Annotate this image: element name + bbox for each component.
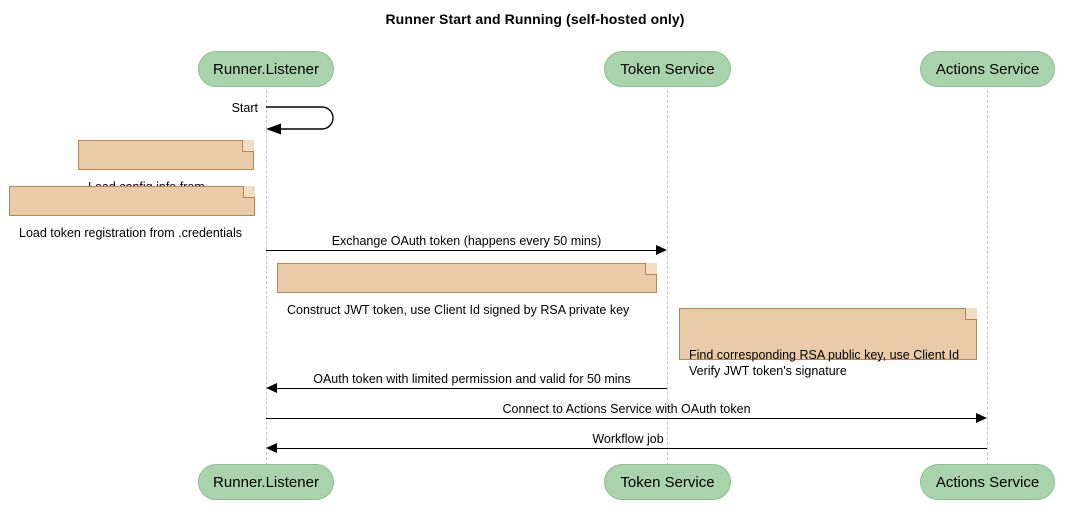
participant-label: Actions Service [935, 60, 1040, 78]
note-load-config: Load config info from .runner [78, 140, 254, 210]
message-line-oauth-token-return [277, 388, 667, 389]
diagram-title: Runner Start and Running (self-hosted on… [385, 11, 685, 27]
message-label-oauth-token-return: OAuth token with limited permission and … [313, 372, 631, 386]
note-load-token-registration: Load token registration from .credential… [9, 186, 255, 240]
participant-label: Actions Service [935, 473, 1040, 491]
message-label-exchange-oauth: Exchange OAuth token (happens every 50 m… [331, 234, 602, 248]
participant-runner-bottom[interactable]: Runner.Listener [198, 464, 334, 500]
participant-token-top[interactable]: Token Service [604, 51, 731, 87]
participant-actions-bottom[interactable]: Actions Service [920, 464, 1055, 500]
message-line-connect-actions [266, 418, 976, 419]
note-fold-icon [243, 186, 255, 198]
message-label-workflow-job: Workflow job [592, 432, 664, 446]
arrowhead-left-icon [266, 383, 277, 393]
participant-label: Token Service [620, 60, 715, 78]
arrowhead-left-icon [266, 443, 277, 453]
participant-label: Token Service [620, 473, 715, 491]
note-construct-jwt: Construct JWT token, use Client Id signe… [277, 263, 657, 317]
arrowhead-right-icon [976, 413, 987, 423]
participant-token-bottom[interactable]: Token Service [604, 464, 731, 500]
note-text: Construct JWT token, use Client Id signe… [287, 303, 630, 317]
message-label-connect-actions: Connect to Actions Service with OAuth to… [502, 402, 751, 416]
note-fold-icon [645, 263, 657, 275]
self-message-label-start: Start [231, 101, 258, 115]
message-line-workflow-job [277, 448, 987, 449]
note-verify-jwt: Find corresponding RSA public key, use C… [679, 308, 977, 378]
participant-label: Runner.Listener [213, 60, 319, 78]
participant-actions-top[interactable]: Actions Service [920, 51, 1055, 87]
participant-runner-top[interactable]: Runner.Listener [198, 51, 334, 87]
lifeline-runner [266, 90, 267, 465]
note-fold-icon [965, 308, 977, 320]
message-line-exchange-oauth [266, 250, 656, 251]
lifeline-token [667, 90, 668, 465]
participant-label: Runner.Listener [213, 473, 319, 491]
arrowhead-right-icon [656, 245, 667, 255]
note-fold-icon [242, 140, 254, 152]
lifeline-actions [987, 90, 988, 465]
note-text: Load token registration from .credential… [19, 226, 243, 240]
self-message-start [264, 100, 350, 141]
note-text: Find corresponding RSA public key, use C… [689, 348, 960, 378]
